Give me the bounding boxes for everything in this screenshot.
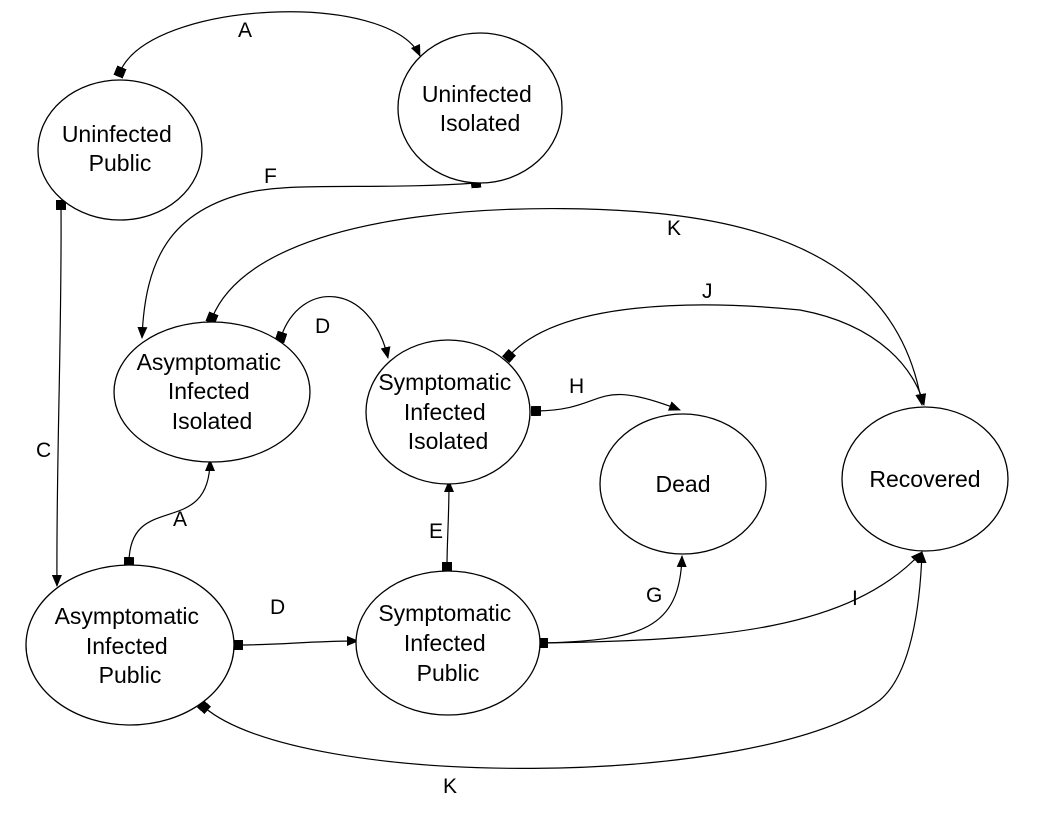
node-asymptomatic-infected-public: Asymptomatic Infected Public	[25, 564, 235, 726]
edge-label: E	[429, 520, 443, 543]
node-uninfected-isolated: Uninfected Isolated	[397, 32, 563, 184]
node-label-line: Recovered	[869, 466, 980, 492]
node-label-line: Public	[99, 662, 162, 688]
edge-label: G	[646, 584, 662, 607]
edge-label: C	[36, 439, 51, 462]
svg-text:Asymptomatic Infected: Asymptomatic Infected Isolated	[137, 349, 288, 434]
edge-d-asymptomatic-infected-isolated-to-symptomatic-infected-isolated: D	[274, 295, 391, 359]
edge-label: A	[173, 508, 187, 531]
node-label-line: Infected	[404, 630, 486, 656]
edge-e-symptomatic-infected-public-to-symptomatic-infected-isolated: E	[429, 480, 454, 573]
node-label-line: Dead	[656, 471, 711, 497]
node-label-line: Public	[417, 660, 480, 686]
edge-j-symptomatic-infected-isolated-to-recovered: J	[501, 280, 927, 406]
node-label-line: Isolated	[440, 110, 521, 136]
svg-text:Symptomatic Infected: Symptomatic Infected Isolated	[378, 369, 517, 454]
edge-label: H	[569, 375, 584, 398]
node-symptomatic-infected-isolated: Symptomatic Infected Isolated	[365, 339, 531, 485]
edge-label: J	[702, 280, 713, 303]
edge-i-symptomatic-infected-public-to-recovered: I	[537, 551, 923, 649]
svg-text:Uninfected Public: Uninfected Public	[62, 121, 178, 176]
edge-label: K	[443, 775, 457, 798]
node-label-line: Infected	[404, 399, 486, 425]
svg-text:Dead: Dead	[656, 471, 711, 497]
edge-g-symptomatic-infected-public-to-dead: G	[537, 555, 687, 649]
node-symptomatic-infected-public: Symptomatic Infected Public	[355, 570, 541, 716]
edge-c-uninfected-public-to-asymptomatic-infected-public: C	[36, 199, 67, 587]
edge-label: D	[270, 596, 285, 619]
edge-k-asymptomatic-infected-isolated-to-recovered: K	[205, 207, 926, 406]
node-label-line: Asymptomatic	[137, 349, 281, 375]
edge-h-symptomatic-infected-isolated-to-dead: H	[530, 375, 681, 417]
node-label-line: Infected	[168, 378, 250, 404]
edge-label: D	[315, 315, 330, 338]
edge-label: F	[264, 165, 277, 188]
node-label-line: Infected	[86, 633, 168, 659]
svg-text:Symptomatic Infected: Symptomatic Infected Public	[378, 600, 517, 686]
node-label-line: Uninfected	[62, 121, 172, 147]
node-label-line: Isolated	[408, 428, 489, 454]
edge-k-asymptomatic-infected-public-to-recovered: K	[196, 551, 927, 798]
edge-label: A	[238, 19, 252, 42]
node-dead: Dead	[599, 413, 767, 555]
node-label-line: Public	[89, 150, 152, 176]
node-label-line: Symptomatic	[378, 369, 511, 395]
node-asymptomatic-infected-isolated: Asymptomatic Infected Isolated	[113, 321, 311, 463]
edge-a-asymptomatic-infected-public-to-asymptomatic-infected-isolated: A	[123, 459, 215, 568]
node-label-line: Uninfected	[422, 81, 532, 107]
node-label-line: Isolated	[172, 408, 253, 434]
node-uninfected-public: Uninfected Public	[37, 79, 203, 221]
svg-text:Recovered: Recovered	[869, 466, 980, 492]
node-recovered: Recovered	[841, 406, 1009, 552]
svg-text:Asymptomatic Infected: Asymptomatic Infected Public	[55, 603, 206, 688]
node-label-line: Asymptomatic	[55, 603, 199, 629]
edge-f-uninfected-isolated-to-asymptomatic-infected-isolated: F	[137, 165, 482, 339]
edge-label: I	[852, 587, 858, 610]
node-label-line: Symptomatic	[378, 600, 511, 626]
edge-d-asymptomatic-infected-public-to-symptomatic-infected-public: D	[232, 596, 359, 651]
edge-a-uninfected-public-to-uninfected-isolated: A	[113, 11, 421, 79]
edge-label: K	[667, 217, 681, 240]
svg-text:Uninfected Isolated: Uninfected Isolated	[422, 81, 538, 136]
